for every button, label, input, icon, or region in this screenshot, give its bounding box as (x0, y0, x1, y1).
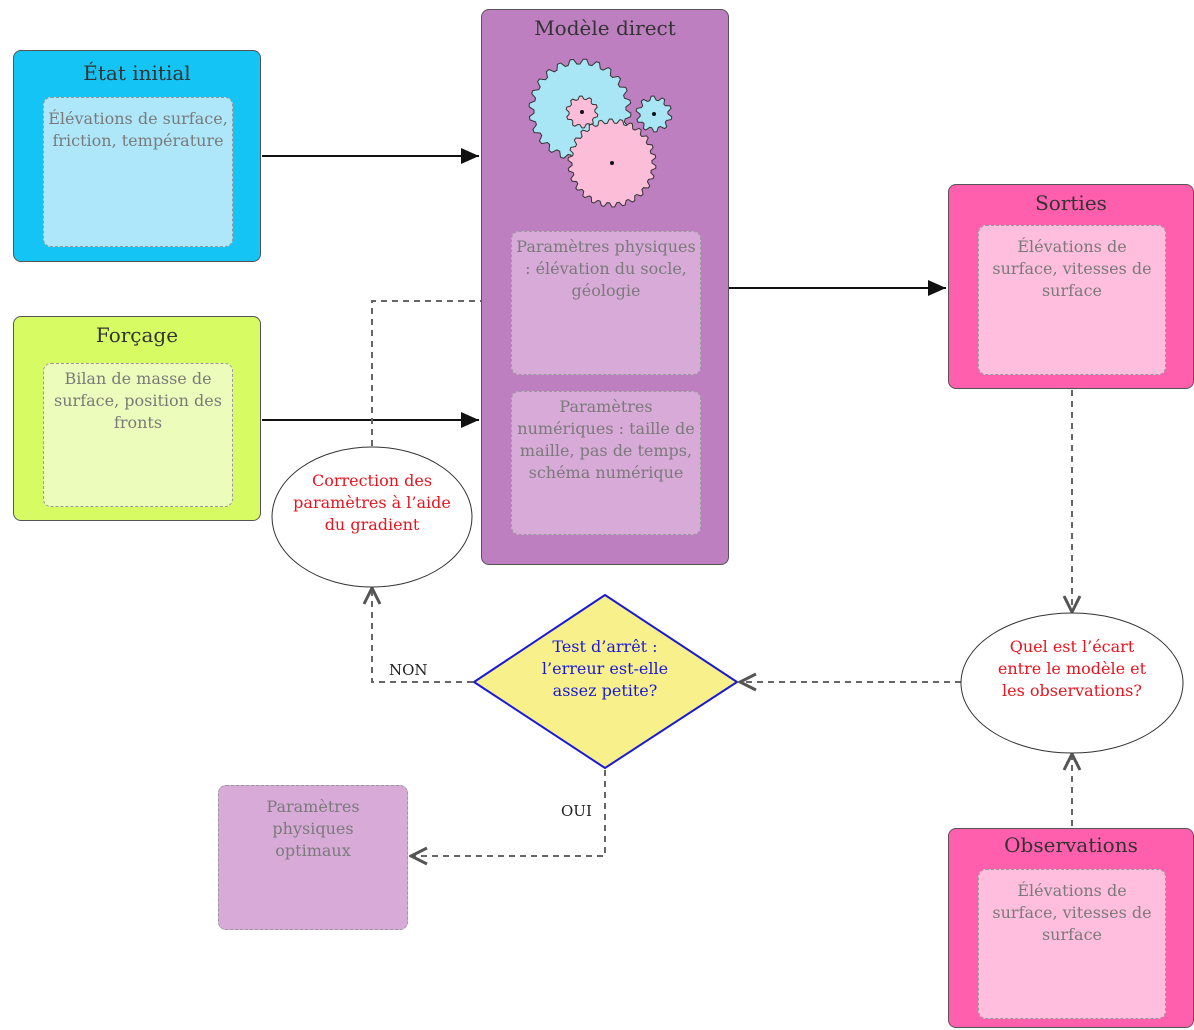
gear-small-pink-icon-hub (580, 110, 584, 114)
observations-box: Observations Élévations de surface, vite… (948, 828, 1194, 1028)
optimaux-text: Paramètres physiques optimaux (266, 797, 360, 860)
correction-ellipse (271, 446, 473, 588)
sorties-title: Sorties (1035, 191, 1107, 215)
ecart-text: Quel est l’écart entre le modèle et les … (997, 637, 1147, 700)
arrow-test-to-correction (372, 588, 473, 683)
arrow-correction-to-params (371, 301, 508, 446)
sorties-text: Élévations de surface, vitesses de surfa… (978, 225, 1166, 375)
forcage-text: Bilan de masse de surface, position des … (43, 363, 233, 507)
modele-direct-box: Modèle direct Paramètres physiques : élé… (481, 9, 729, 565)
correction-text: Correction des paramètres à l’aide du gr… (293, 471, 451, 534)
etat-initial-text: Élévations de surface, friction, tempéra… (43, 97, 233, 247)
forcage-box: Forçage Bilan de masse de surface, posit… (13, 316, 261, 521)
etat-initial-box: État initial Élévations de surface, fric… (13, 50, 261, 262)
label-oui: OUI (561, 802, 592, 820)
optimaux-box: Paramètres physiques optimaux (218, 785, 408, 930)
gears-icon (528, 58, 673, 208)
gear-large-pink-icon-hub (610, 161, 614, 165)
label-non: NON (389, 661, 428, 679)
gear-small-blue-icon-hub (652, 112, 656, 116)
params-numeriques-text: Paramètres numériques : taille de maille… (511, 391, 701, 535)
observations-title: Observations (1004, 833, 1138, 857)
ecart-ellipse (960, 612, 1184, 754)
modele-direct-title: Modèle direct (534, 16, 676, 40)
etat-initial-title: État initial (83, 61, 191, 85)
forcage-title: Forçage (95, 323, 179, 347)
observations-text: Élévations de surface, vitesses de surfa… (978, 869, 1166, 1019)
test-diamond (473, 594, 738, 769)
params-physiques-text: Paramètres physiques : élévation du socl… (511, 231, 701, 375)
test-text: Test d’arrêt : l’erreur est-elle assez p… (541, 637, 669, 700)
sorties-box: Sorties Élévations de surface, vitesses … (948, 184, 1194, 389)
